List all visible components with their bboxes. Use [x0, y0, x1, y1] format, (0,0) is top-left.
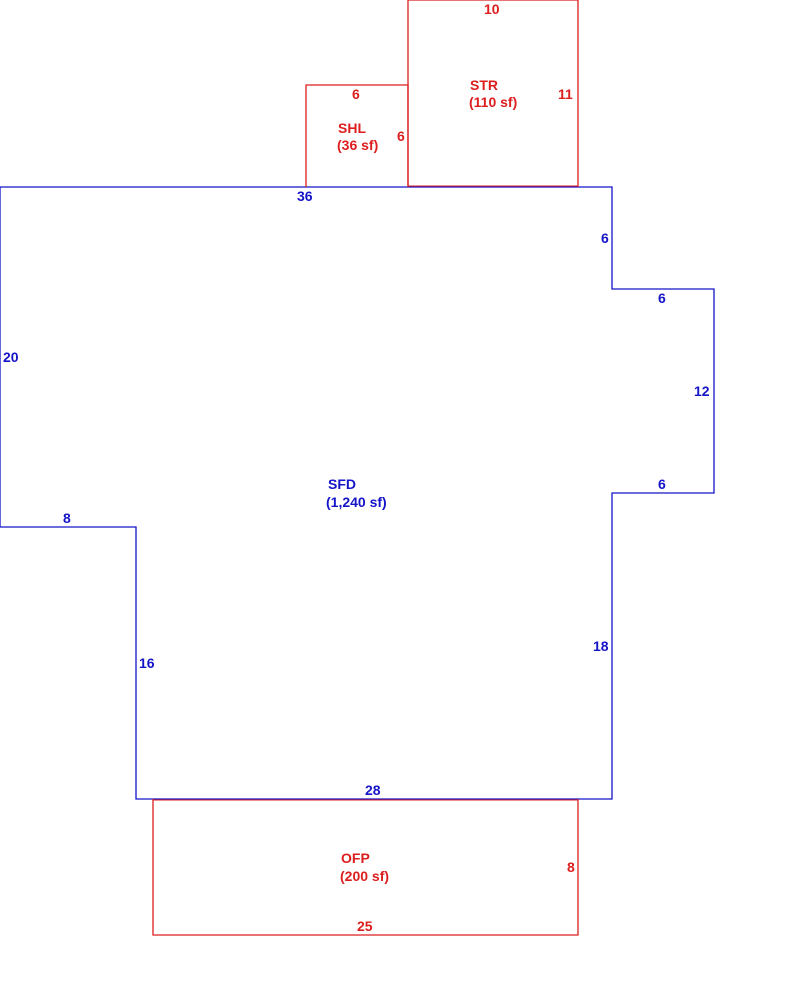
- sfd-outline: [0, 186, 715, 800]
- shl-dim-top: 6: [352, 86, 360, 102]
- str-dim-top: 10: [484, 1, 500, 17]
- ofp-dim-bottom: 25: [357, 918, 373, 934]
- sfd-code-label: SFD: [328, 476, 356, 492]
- ofp-area-label: (200 sf): [340, 868, 389, 884]
- sfd-dim-right-upper: 6: [601, 230, 609, 246]
- sfd-dim-left-lower: 16: [139, 655, 155, 671]
- str-code-label: STR: [470, 77, 498, 93]
- str-area-label: (110 sf): [469, 94, 517, 110]
- ofp-outline: [152, 799, 579, 936]
- sfd-dim-right-lower: 18: [593, 638, 609, 654]
- sfd-dim-bump-bottom: 6: [658, 476, 666, 492]
- ofp-dim-side: 8: [567, 859, 575, 875]
- sfd-dim-top: 36: [297, 188, 313, 204]
- shl-code-label: SHL: [338, 120, 366, 136]
- shl-area-label: (36 sf): [337, 137, 378, 153]
- sfd-dim-bump-top: 6: [658, 290, 666, 306]
- sfd-area-label: (1,240 sf): [326, 494, 387, 510]
- str-outline: [407, 0, 579, 187]
- sfd-dim-left-upper: 20: [3, 349, 19, 365]
- shl-dim-side: 6: [397, 128, 405, 144]
- sfd-dim-step-left: 8: [63, 510, 71, 526]
- sfd-dim-bump-side: 12: [694, 383, 710, 399]
- sfd-dim-bottom: 28: [365, 782, 381, 798]
- str-dim-side: 11: [558, 86, 573, 102]
- ofp-code-label: OFP: [341, 850, 370, 866]
